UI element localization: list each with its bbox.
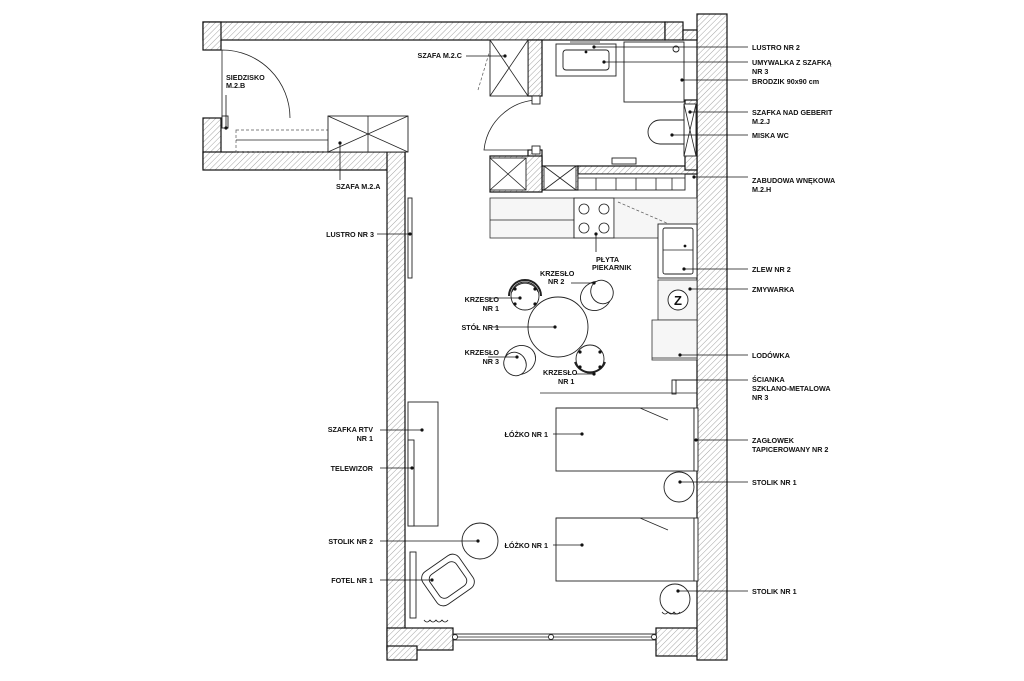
fridge bbox=[651, 319, 698, 361]
wall-corridor-left-upper bbox=[202, 21, 222, 51]
balcony-window bbox=[452, 633, 657, 641]
wall-bath-bottom-right bbox=[577, 165, 698, 175]
recess-unit-m2h bbox=[577, 173, 686, 191]
wall-main-right bbox=[696, 13, 728, 661]
bed-1-bottom bbox=[555, 517, 695, 582]
bathroom bbox=[555, 41, 697, 165]
wc-bowl bbox=[647, 119, 685, 145]
hob bbox=[573, 197, 615, 239]
chair-top-left bbox=[508, 279, 542, 311]
bench-m2b bbox=[235, 129, 329, 153]
chair-bottom-right bbox=[574, 344, 606, 374]
wall-right-inner bbox=[682, 29, 698, 41]
label-fotel-1: FOTEL NR 1 bbox=[331, 576, 373, 585]
corridor-furniture bbox=[221, 39, 577, 191]
wall-corridor-bottom bbox=[202, 151, 406, 171]
nightstand-1-top bbox=[663, 471, 695, 503]
chair-bottom-left bbox=[503, 345, 536, 377]
label-lozko-1b: ŁÓŻKO NR 1 bbox=[504, 541, 548, 550]
nightstand-1-bottom bbox=[659, 583, 691, 615]
walls bbox=[202, 13, 728, 661]
beds bbox=[555, 407, 699, 615]
wall-bottom-left-corner bbox=[386, 645, 418, 661]
label-szafa-m2a: SZAFA M.2.A bbox=[336, 182, 380, 191]
chair-top-right bbox=[580, 279, 614, 311]
wall-main-left bbox=[386, 151, 406, 651]
wall-top-corridor bbox=[202, 21, 666, 41]
wall-top-right-stub bbox=[664, 21, 684, 41]
label-brodzik: BRODZIK 90x90 cm bbox=[752, 77, 819, 86]
label-stolik-1a: STOLIK NR 1 bbox=[752, 478, 797, 487]
label-miska-wc: MISKA WC bbox=[752, 131, 789, 140]
label-stol-1: STÓŁ NR 1 bbox=[461, 323, 499, 332]
glass-partition bbox=[671, 379, 677, 395]
shower-tray bbox=[623, 41, 685, 103]
leader-lines bbox=[224, 45, 748, 593]
wall-bath-left bbox=[527, 39, 543, 97]
armchair-1 bbox=[409, 551, 475, 623]
living bbox=[407, 197, 499, 623]
label-zmywarka: ZMYWARKA bbox=[752, 285, 794, 294]
label-lustro-3: LUSTRO NR 3 bbox=[326, 230, 374, 239]
label-lozko-1a: ŁÓŻKO NR 1 bbox=[504, 430, 548, 439]
label-stolik-1b: STOLIK NR 1 bbox=[752, 587, 797, 596]
label-szafa-m2c: SZAFA M.2.C bbox=[418, 51, 462, 60]
label-lodowka: LODÓWKA bbox=[752, 351, 790, 360]
dining bbox=[503, 279, 614, 377]
label-zlew-2: ZLEW NR 2 bbox=[752, 265, 791, 274]
mirror-3 bbox=[407, 197, 413, 279]
label-stolik-2: STOLIK NR 2 bbox=[328, 537, 373, 546]
dishwasher-mark: Z bbox=[674, 293, 682, 308]
label-telewizor: TELEWIZOR bbox=[331, 464, 374, 473]
bed-1-top bbox=[555, 407, 695, 472]
tv bbox=[407, 439, 415, 527]
label-lustro-2: LUSTRO NR 2 bbox=[752, 43, 800, 52]
